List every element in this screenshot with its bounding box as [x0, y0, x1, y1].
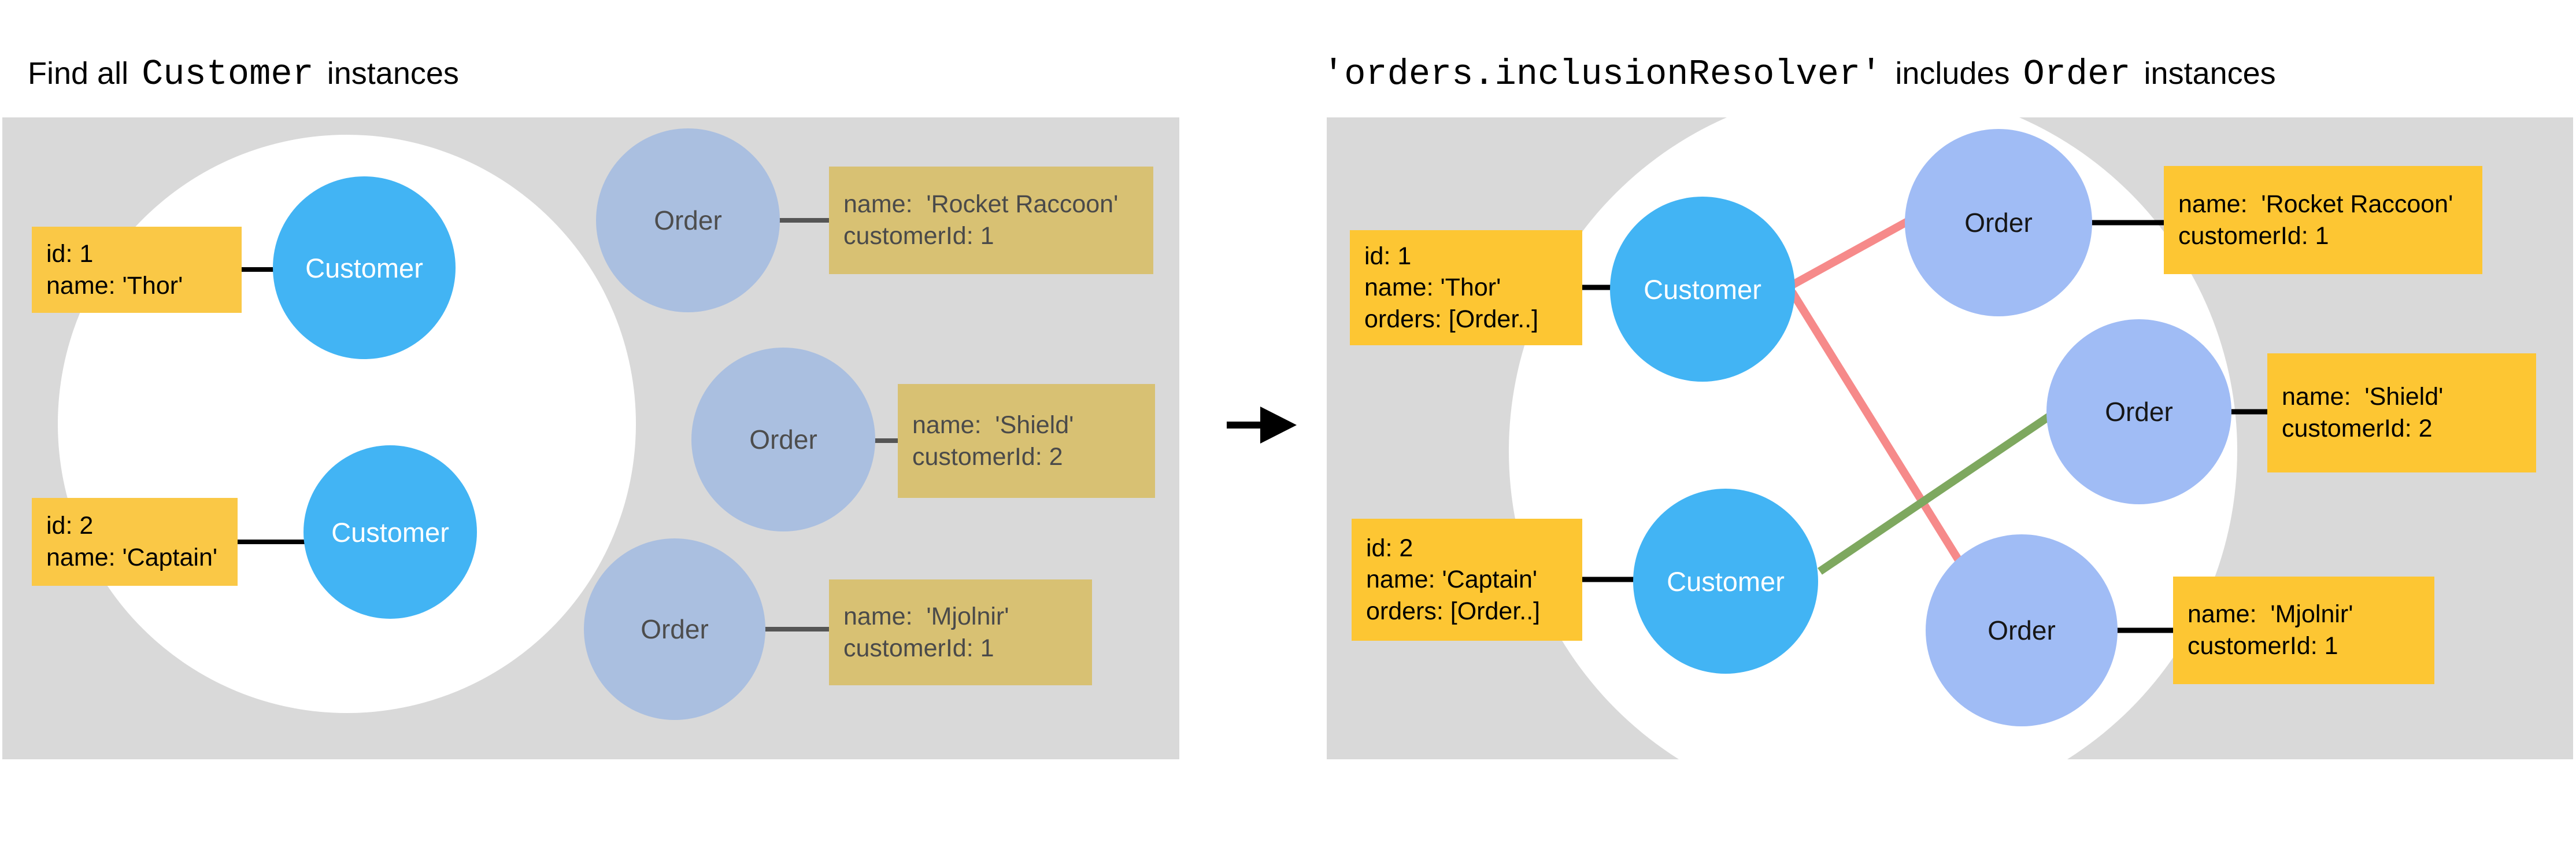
title-text: instances [318, 56, 459, 91]
right-customer-1-properties-box: id: 1 name: 'Thor' orders: [Order..] [1350, 230, 1582, 345]
properties-text: id: 2 name: 'Captain' orders: [Order..] [1366, 534, 1541, 625]
right-order-1-properties-box: name: 'Rocket Raccoon' customerId: 1 [2164, 166, 2482, 274]
right-panel-title: 'orders.inclusionResolver' includes Orde… [1323, 54, 2276, 95]
right-customer-2-properties-box: id: 2 name: 'Captain' orders: [Order..] [1352, 519, 1582, 641]
left-order-2-properties-box: name: 'Shield' customerId: 2 [898, 384, 1155, 498]
left-order-1-properties-box: name: 'Rocket Raccoon' customerId: 1 [829, 167, 1153, 274]
left-customer-2-properties-box: id: 2 name: 'Captain' [32, 498, 238, 586]
properties-text: name: 'Rocket Raccoon' customerId: 1 [843, 190, 1119, 250]
right-customer-2-node: Customer [1633, 489, 1818, 674]
properties-text: id: 2 name: 'Captain' [46, 512, 218, 571]
left-customer-1-properties-box: id: 1 name: 'Thor' [32, 227, 242, 313]
left-customer-2-node: Customer [304, 445, 477, 619]
right-order-1-node: Order [1905, 129, 2092, 316]
customer-node-label: Customer [1667, 566, 1785, 597]
properties-text: name: 'Rocket Raccoon' customerId: 1 [2178, 190, 2453, 250]
left-customer-1-node: Customer [273, 176, 456, 359]
right-customer-1-node: Customer [1610, 197, 1795, 382]
order-node-label: Order [749, 424, 817, 455]
left-order-3-properties-box: name: 'Mjolnir' customerId: 1 [829, 579, 1092, 685]
left-panel-title: Find all Customer instances [28, 54, 459, 95]
properties-text: name: 'Mjolnir' customerId: 1 [843, 602, 1009, 662]
transform-arrow-icon [1227, 407, 1297, 444]
order-node-label: Order [654, 205, 722, 235]
customer-node-label: Customer [331, 516, 449, 548]
customer-node-label: Customer [305, 252, 423, 283]
left-order-2-node: Order [691, 348, 875, 531]
properties-text: name: 'Shield' customerId: 2 [912, 411, 1074, 471]
properties-text: id: 1 name: 'Thor' [46, 239, 183, 300]
properties-text: name: 'Mjolnir' customerId: 1 [2188, 600, 2353, 660]
title-text: includes [1886, 56, 2019, 91]
relation-line-customer2-shield [1818, 393, 2081, 575]
title-code: Order [2023, 54, 2131, 95]
right-order-3-properties-box: name: 'Mjolnir' customerId: 1 [2173, 577, 2434, 684]
right-order-3-node: Order [1926, 534, 2118, 726]
right-order-2-properties-box: name: 'Shield' customerId: 2 [2267, 353, 2536, 472]
title-code: 'orders.inclusionResolver' [1323, 54, 1882, 95]
title-text: Find all [28, 56, 138, 91]
order-node-label: Order [2105, 397, 2173, 427]
title-code: Customer [142, 54, 314, 95]
left-order-1-node: Order [596, 128, 780, 312]
order-node-label: Order [1987, 615, 2056, 645]
title-text: instances [2135, 56, 2276, 91]
properties-text: name: 'Shield' customerId: 2 [2282, 383, 2444, 442]
left-order-3-node: Order [584, 538, 765, 720]
right-order-2-node: Order [2046, 319, 2231, 504]
relation-line-customer1-mjolnir [1789, 290, 1978, 588]
customer-node-label: Customer [1644, 274, 1761, 305]
order-node-label: Order [1964, 208, 2033, 238]
properties-text: id: 1 name: 'Thor' orders: [Order..] [1364, 242, 1539, 333]
order-node-label: Order [641, 614, 709, 644]
